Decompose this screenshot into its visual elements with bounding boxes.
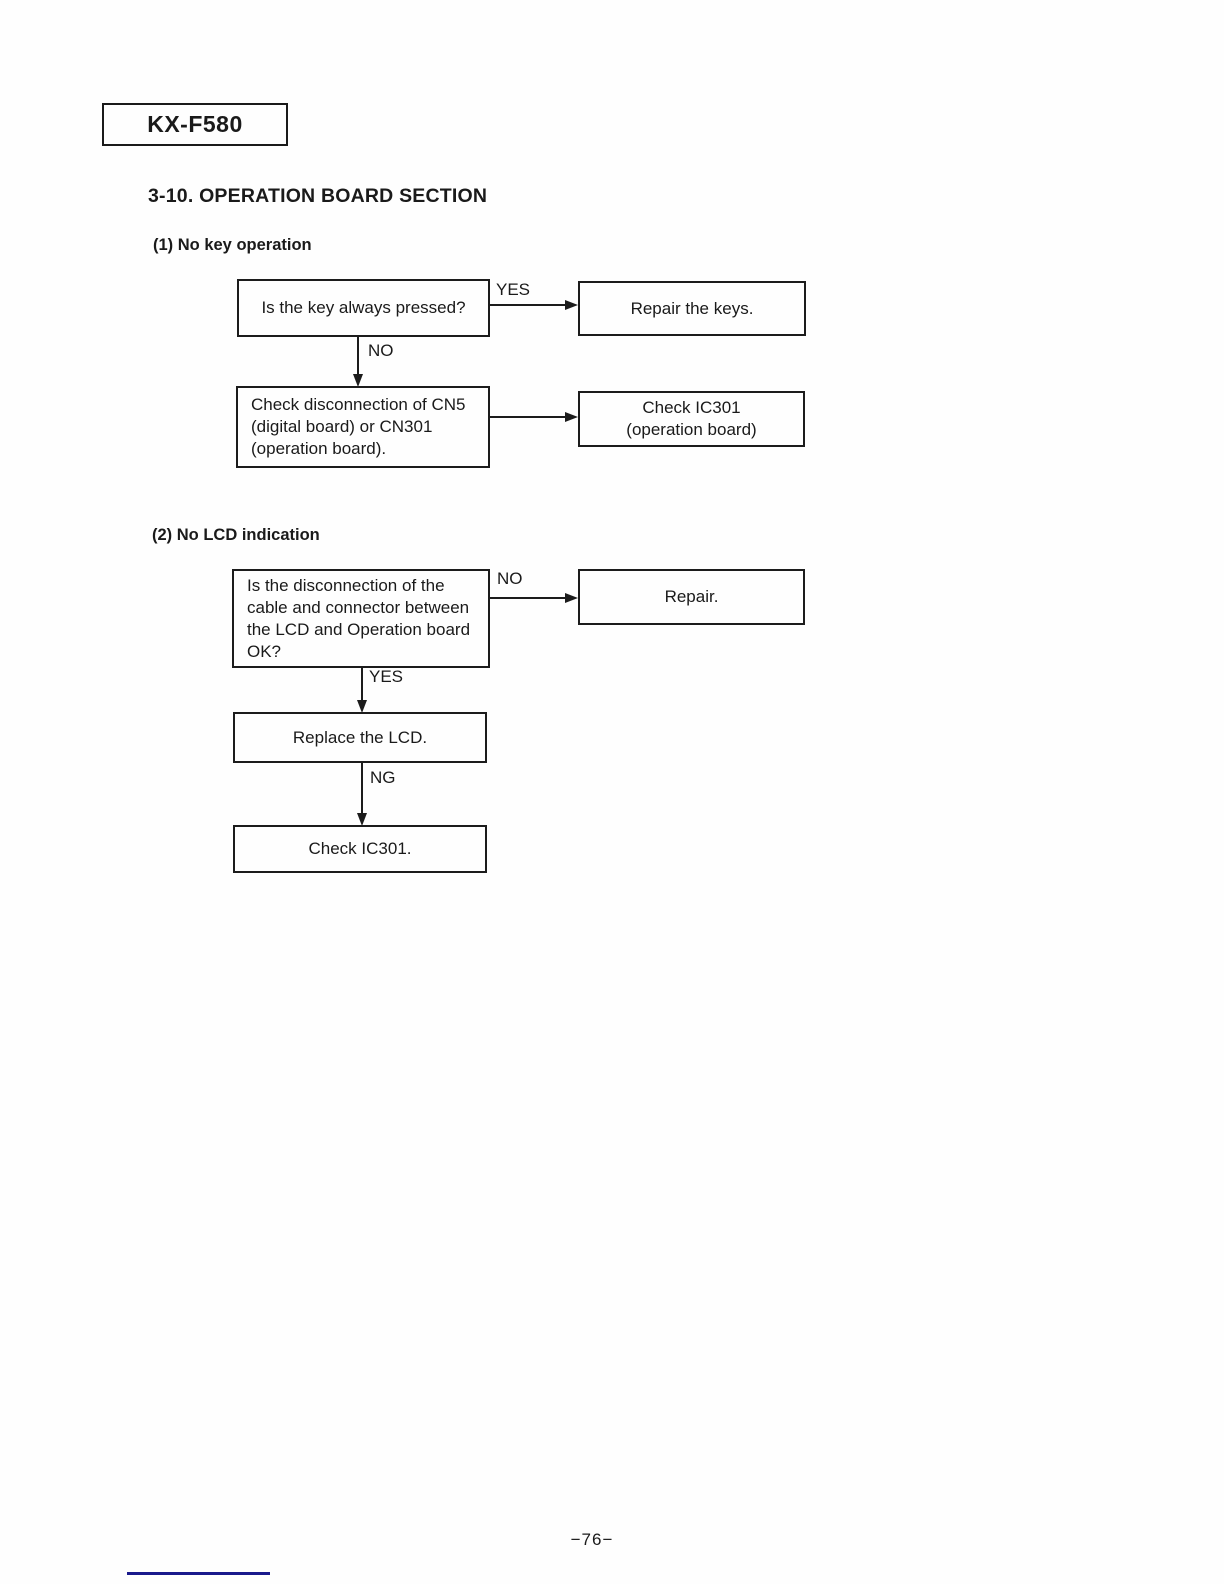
page-number: −76− <box>570 1530 614 1549</box>
edge-label-no-1: NO <box>368 341 394 360</box>
model-label: KX-F580 <box>147 111 243 137</box>
model-badge: KX-F580 <box>102 103 288 146</box>
edge-yes-arrowhead-icon <box>565 299 578 310</box>
edge-label-ng: NG <box>370 768 396 787</box>
edge-yes2-line <box>361 668 363 700</box>
section-title: 3-10. OPERATION BOARD SECTION <box>148 185 488 207</box>
edge-no-arrowhead-icon <box>352 374 363 387</box>
node-lcd-cable-question: Is the disconnection of the cable and co… <box>232 569 490 668</box>
edge-check-arrowhead-icon <box>565 411 578 422</box>
node-check-ic301-operation-board: Check IC301 (operation board) <box>578 391 805 447</box>
edge-label-no-2: NO <box>497 569 523 588</box>
edge-ng-arrowhead-icon <box>356 813 367 826</box>
node-repair: Repair. <box>578 569 805 625</box>
edge-label-yes-2: YES <box>369 667 404 686</box>
edge-no-line <box>357 337 359 376</box>
edge-label-yes-1: YES <box>496 280 531 299</box>
node-replace-lcd: Replace the LCD. <box>233 712 487 763</box>
node-repair-keys: Repair the keys. <box>578 281 806 336</box>
node-check-ic301: Check IC301. <box>233 825 487 873</box>
edge-yes-line <box>490 304 568 306</box>
edge-no2-arrowhead-icon <box>565 592 578 603</box>
footer-rule <box>127 1572 270 1575</box>
node-check-cn5: Check disconnection of CN5 (digital boar… <box>236 386 490 468</box>
edge-ng-line <box>361 763 363 813</box>
edge-check-line <box>490 416 568 418</box>
node-key-always-pressed: Is the key always pressed? <box>237 279 490 337</box>
flowchart1-heading: (1) No key operation <box>153 236 312 254</box>
edge-no2-line <box>490 597 568 599</box>
edge-yes2-arrowhead-icon <box>356 700 367 713</box>
flowchart2-heading: (2) No LCD indication <box>152 526 320 544</box>
